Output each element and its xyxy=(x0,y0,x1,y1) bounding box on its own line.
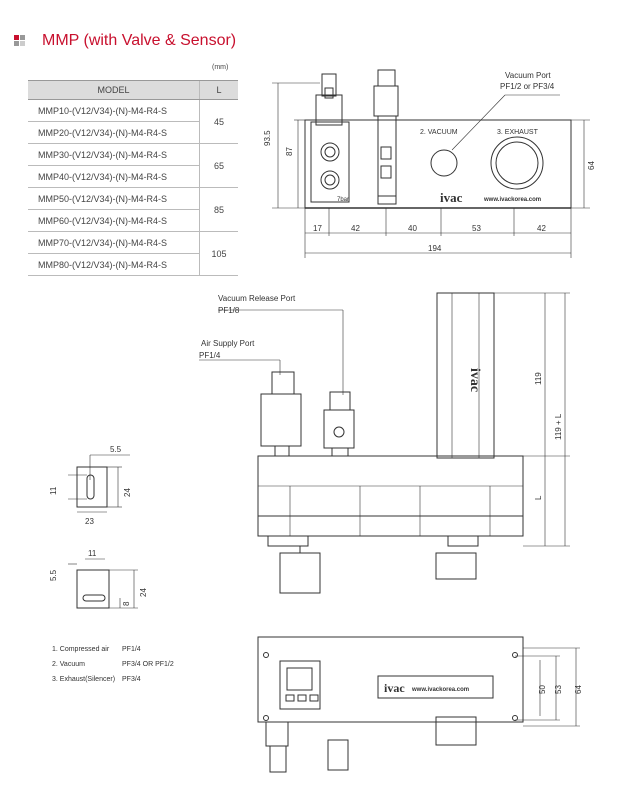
table-row: MMP80-(V12/V34)-(N)-M4-R4-S xyxy=(28,253,238,276)
dim-17: 17 xyxy=(313,224,322,233)
legend-key: 2. Vacuum xyxy=(52,661,85,668)
dim-194: 194 xyxy=(428,244,442,253)
top-view xyxy=(257,636,580,773)
col-model: MODEL xyxy=(28,80,200,100)
vacuum-port-label: Vacuum Port xyxy=(505,71,551,80)
detail1-dim-24: 24 xyxy=(123,488,132,497)
vacuum-port-text: 2. VACUUM xyxy=(420,129,458,136)
dim-42-right: 42 xyxy=(537,224,546,233)
l-cell: 105 xyxy=(199,231,238,276)
unit-label: (mm) xyxy=(212,64,229,71)
dim-53: 53 xyxy=(472,224,481,233)
detail2-dim-11: 11 xyxy=(88,549,97,558)
model-cell: MMP20-(V12/V34)-(N)-M4-R4-S xyxy=(28,121,200,144)
dim-119-plus-l: 119 + L xyxy=(554,413,563,440)
top-dim-53: 53 xyxy=(554,685,563,694)
model-cell: MMP70-(V12/V34)-(N)-M4-R4-S xyxy=(28,231,200,254)
header-square-4 xyxy=(20,41,25,46)
dim-l: L xyxy=(534,495,543,500)
model-cell: MMP40-(V12/V34)-(N)-M4-R4-S xyxy=(28,165,200,188)
top-dim-50: 50 xyxy=(538,685,547,694)
detail-view-2 xyxy=(68,558,138,609)
legend-value: PF3/4 xyxy=(122,676,141,683)
dim-42-left: 42 xyxy=(351,224,360,233)
vacuum-release-spec: PF1/8 xyxy=(218,306,240,315)
legend-item: 2. Vacuum PF3/4 OR PF1/2 xyxy=(52,661,174,668)
detail2-dim-5-5: 5.5 xyxy=(49,569,58,581)
top-dim-64: 64 xyxy=(574,685,583,694)
detail1-dim-11: 11 xyxy=(49,486,58,495)
model-cell: MMP30-(V12/V34)-(N)-M4-R4-S xyxy=(28,143,200,166)
table-header-row: MODEL L xyxy=(28,80,238,100)
dim-93-5: 93.5 xyxy=(263,130,272,146)
legend-key: 3. Exhaust(Silencer) xyxy=(52,676,116,683)
top-brand-logo: ivac xyxy=(384,681,405,695)
col-l: L xyxy=(199,80,238,100)
l-cell: 65 xyxy=(199,143,238,188)
model-cell: MMP60-(V12/V34)-(N)-M4-R4-S xyxy=(28,209,200,232)
front-view xyxy=(272,69,590,258)
detail2-dim-24: 24 xyxy=(139,588,148,597)
table-row: MMP40-(V12/V34)-(N)-M4-R4-S xyxy=(28,165,238,188)
top-brand-url: www.ivackorea.com xyxy=(411,687,469,693)
dim-119: 119 xyxy=(534,372,543,385)
brand-logo: ivac xyxy=(440,190,463,205)
pressure-label: 7bar xyxy=(337,197,349,203)
table-row: MMP20-(V12/V34)-(N)-M4-R4-S xyxy=(28,121,238,144)
l-cell: 45 xyxy=(199,99,238,144)
side-brand-logo: ivac xyxy=(467,368,482,392)
legend-value: PF3/4 OR PF1/2 xyxy=(122,661,174,668)
model-cell: MMP10-(V12/V34)-(N)-M4-R4-S xyxy=(28,99,200,122)
dim-64-front: 64 xyxy=(587,161,596,170)
page-title: MMP (with Valve & Sensor) xyxy=(42,32,237,49)
brand-url: www.ivackorea.com xyxy=(483,197,541,203)
detail-view-1 xyxy=(68,454,130,513)
l-cell: 85 xyxy=(199,187,238,232)
header-square-1 xyxy=(14,35,19,40)
detail1-dim-23: 23 xyxy=(85,517,94,526)
side-view xyxy=(199,292,570,594)
dim-87: 87 xyxy=(285,147,294,156)
legend-key: 1. Compressed air xyxy=(52,646,110,653)
legend-item: 3. Exhaust(Silencer) PF3/4 xyxy=(52,676,141,683)
detail2-dim-8: 8 xyxy=(122,601,131,606)
legend-item: 1. Compressed air PF1/4 xyxy=(52,646,141,653)
model-cell: MMP50-(V12/V34)-(N)-M4-R4-S xyxy=(28,187,200,210)
legend-value: PF1/4 xyxy=(122,646,141,653)
header-square-2 xyxy=(20,35,25,40)
header-square-3 xyxy=(14,41,19,46)
air-supply-spec: PF1/4 xyxy=(199,351,221,360)
exhaust-port-text: 3. EXHAUST xyxy=(497,129,539,136)
dim-40: 40 xyxy=(408,224,417,233)
vacuum-release-label: Vacuum Release Port xyxy=(218,294,296,303)
detail1-dim-5-5: 5.5 xyxy=(110,445,122,454)
air-supply-label: Air Supply Port xyxy=(201,339,255,348)
table-row: MMP60-(V12/V34)-(N)-M4-R4-S xyxy=(28,209,238,232)
model-cell: MMP80-(V12/V34)-(N)-M4-R4-S xyxy=(28,253,200,276)
vacuum-port-spec: PF1/2 or PF3/4 xyxy=(500,82,555,91)
